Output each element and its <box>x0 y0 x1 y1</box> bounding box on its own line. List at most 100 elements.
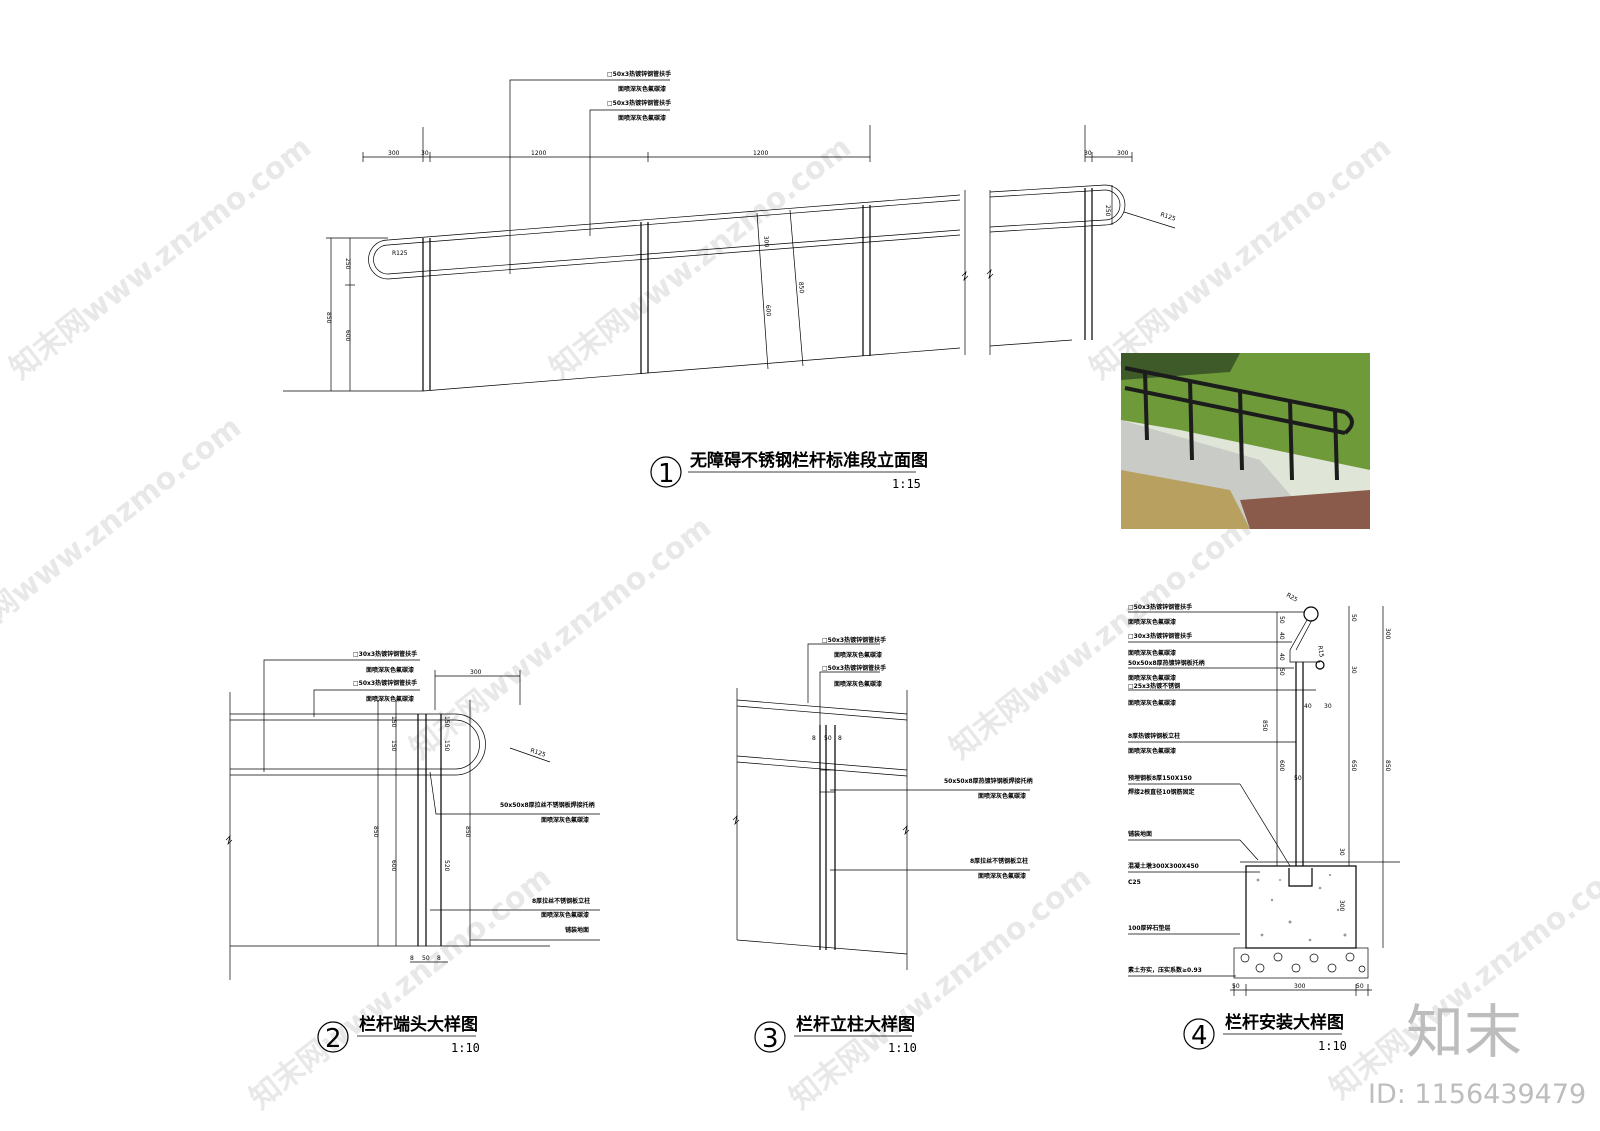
post-note-mid-1: 50x50x8厚热镀锌钢板焊接托柄 <box>944 777 1033 785</box>
post-note-top-1: □50x3热镀锌钢管扶手 <box>822 636 886 644</box>
end-note-low-1: 8厚拉丝不锈钢板立柱 <box>532 897 590 905</box>
dim-mid-300: 300 <box>762 236 770 248</box>
post-dim-1: 8 <box>812 735 816 742</box>
post-detail-drawing: 8 50 8 □50x3热镀锌钢管扶手 面喷深灰色氟碳漆 □50x3热镀锌钢管扶… <box>732 636 1033 1055</box>
dim-mid-600: 600 <box>764 305 772 317</box>
install-note-4: 面喷深灰色氟碳漆 <box>1128 649 1176 657</box>
drawing-number: 3 <box>762 1024 779 1054</box>
end-note-top-3: □50x3热镀锌钢管扶手 <box>353 679 417 687</box>
install-dim-1: 50 <box>1278 616 1285 624</box>
watermark-text: 知末网www.znzmo.com <box>943 510 1258 767</box>
install-dim-bottom-1: 50 <box>1232 983 1240 990</box>
post-note-low-2: 面喷深灰色氟碳漆 <box>978 872 1026 880</box>
end-note-top-4: 面喷深灰色氟碳漆 <box>366 695 414 703</box>
reference-photo <box>1121 353 1370 529</box>
watermark-text: 知末网www.znzmo.com <box>783 860 1098 1117</box>
drawing-number-circle <box>1183 1018 1215 1050</box>
install-dim-8: 600 <box>1278 760 1285 772</box>
install-dim-9: 30 <box>1350 666 1357 674</box>
end-dim-6: 150 <box>443 740 450 752</box>
dim-top-30-left: 30 <box>421 150 429 157</box>
watermark-text: 知末网www.znzmo.com <box>3 130 318 387</box>
end-dim-1: 150 <box>390 716 397 728</box>
drawing-scale: 1:10 <box>1318 1039 1347 1053</box>
install-radius-top: R25 <box>1285 592 1299 604</box>
install-dim-10: 650 <box>1350 760 1357 772</box>
install-note-2: 面喷深灰色氟碳漆 <box>1128 618 1176 626</box>
radius-left: R125 <box>392 250 408 257</box>
dim-top-1200-b: 1200 <box>753 150 768 157</box>
drawing-scale: 1:15 <box>892 477 921 491</box>
end-dim-2: 150 <box>390 740 397 752</box>
install-note-10: 面喷深灰色氟碳漆 <box>1128 747 1176 755</box>
elevation-note-4: 面喷深灰色氟碳漆 <box>618 114 666 122</box>
drawing-scale: 1:10 <box>888 1041 917 1055</box>
post-dim-3: 8 <box>838 735 842 742</box>
install-dim-6: 300 <box>1384 628 1391 640</box>
install-dim-bottom-3: 50 <box>1356 983 1364 990</box>
end-note-top-2: 面喷深灰色氟碳漆 <box>366 666 414 674</box>
dim-mid-850: 850 <box>797 282 805 294</box>
drawing-number-circle <box>754 1021 786 1053</box>
drawing-title: 栏杆立柱大样图 <box>796 1014 915 1035</box>
install-dim-bottom-2: 300 <box>1294 983 1306 990</box>
end-note-mid-1: 50x50x8厚拉丝不锈钢板焊接托柄 <box>500 801 595 809</box>
end-note-low-3: 铺装地面 <box>565 926 589 934</box>
install-dim-3: 40 <box>1278 653 1285 661</box>
post-note-top-4: 面喷深灰色氟碳漆 <box>834 680 882 688</box>
end-note-low-2: 面喷深灰色氟碳漆 <box>541 911 589 919</box>
end-dim-7: 850 <box>464 826 471 838</box>
install-note-3: □30x3热镀锌钢管扶手 <box>1128 632 1192 640</box>
drawing-title: 栏杆安装大样图 <box>1225 1012 1344 1033</box>
end-radius: R125 <box>529 747 546 759</box>
end-note-top-1: □30x3热镀锌钢管扶手 <box>353 650 417 658</box>
end-dim-bottom-3: 8 <box>437 955 441 962</box>
drawing-title: 无障碍不锈钢栏杆标准段立面图 <box>689 450 928 471</box>
end-dim-3: 850 <box>372 826 379 838</box>
install-note-11: 预埋钢板8厚150X150 <box>1128 774 1192 782</box>
install-note-12: 焊接2根直径10钢筋固定 <box>1128 788 1195 796</box>
dim-top-30-right: 30 <box>1084 150 1092 157</box>
dim-left-250: 250 <box>344 258 351 270</box>
install-note-9: 8厚热镀锌钢板立柱 <box>1128 732 1180 740</box>
post-note-low-1: 8厚拉丝不锈钢板立柱 <box>970 857 1028 865</box>
end-dim-4: 600 <box>390 860 397 872</box>
elevation-note-2: 面喷深灰色氟碳漆 <box>618 85 666 93</box>
install-note-17: 素土夯实，压实系数≥0.93 <box>1127 966 1202 974</box>
dim-top-300-left: 300 <box>388 150 400 157</box>
watermark-text: 知末网www.znzmo.com <box>403 510 718 767</box>
drawing-title: 栏杆端头大样图 <box>359 1014 478 1035</box>
install-dim-4: 50 <box>1278 668 1285 676</box>
end-dim-5: 150 <box>443 716 450 728</box>
install-note-14: 混凝土墩300X300X450 <box>1128 862 1199 870</box>
elevation-note-1: □50x3热镀锌钢管扶手 <box>607 70 671 78</box>
dim-right-250: 250 <box>1104 205 1111 217</box>
install-dim-11: 40 <box>1304 703 1312 710</box>
elevation-note-3: □50x3热镀锌钢管扶手 <box>607 99 671 107</box>
end-dim-top: 300 <box>470 669 482 676</box>
install-detail-drawing: 50 40 40 50 50 300 850 600 30 650 40 30 … <box>1127 592 1400 1053</box>
radius-right: R125 <box>1159 211 1176 223</box>
install-radius-mid: R15 <box>1316 645 1325 658</box>
drawing-number: 2 <box>325 1024 342 1054</box>
brand-logo: 知末 <box>1406 998 1522 1066</box>
install-note-1: □50x3热镀锌钢管扶手 <box>1128 603 1192 611</box>
install-note-16: 100厚碎石垫层 <box>1128 924 1171 932</box>
post-note-top-2: 面喷深灰色氟碳漆 <box>834 651 882 659</box>
post-note-top-3: □50x3热镀锌钢管扶手 <box>822 664 886 672</box>
drawing-number: 4 <box>1191 1021 1208 1051</box>
install-dim-15: 300 <box>1338 900 1345 912</box>
drawing-number-circle <box>650 456 682 488</box>
end-dim-bottom-2: 50 <box>422 955 430 962</box>
drawing-number: 1 <box>658 459 675 489</box>
install-dim-12: 30 <box>1324 703 1332 710</box>
end-detail-drawing: 300 R125 150 150 850 600 150 150 850 520… <box>225 650 600 1055</box>
drawing-scale: 1:10 <box>451 1041 480 1055</box>
install-dim-13: 50 <box>1294 775 1302 782</box>
dim-top-1200-a: 1200 <box>531 150 546 157</box>
post-note-mid-2: 面喷深灰色氟碳漆 <box>978 792 1026 800</box>
install-note-5: 50x50x8厚热镀锌钢板托柄 <box>1128 659 1205 667</box>
install-dim-14: 30 <box>1338 848 1345 856</box>
watermark-text: 知末网www.znzmo.com <box>0 410 248 667</box>
